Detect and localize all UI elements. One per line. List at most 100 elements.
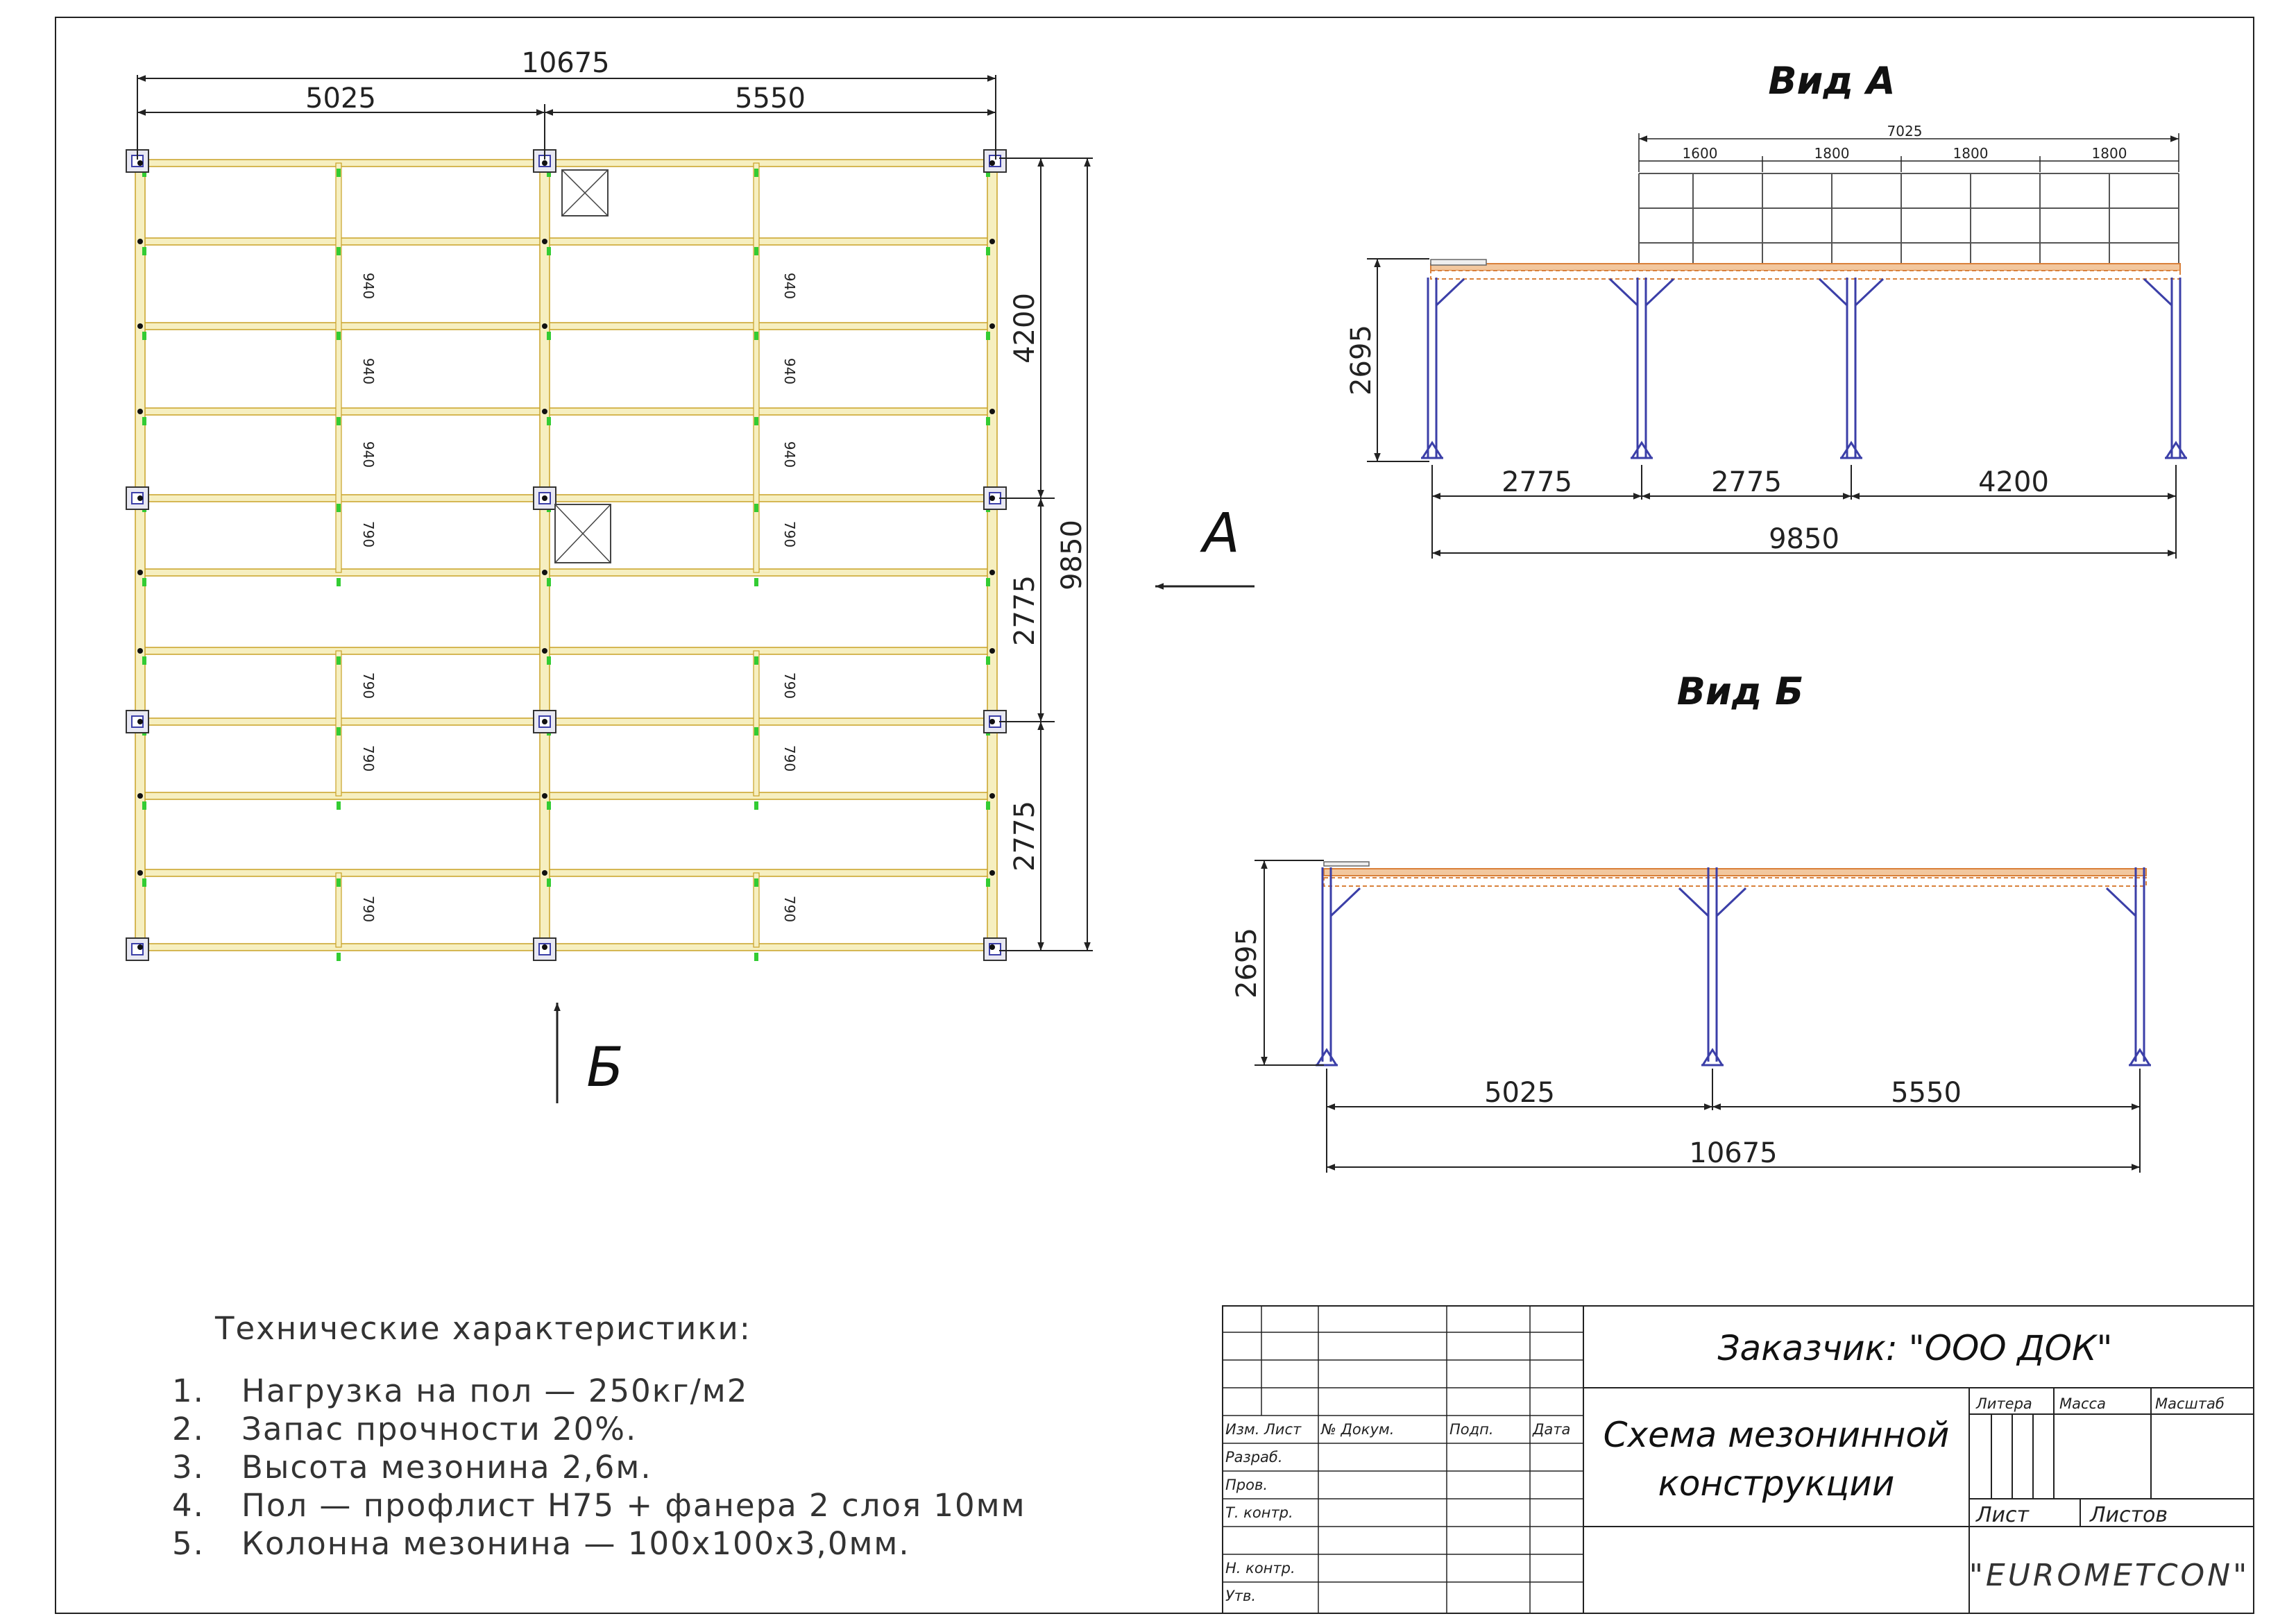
dim-seg-2: 2775 [1009,575,1041,646]
joist [139,407,993,416]
bolt [137,570,143,575]
inner-stringer [335,162,342,573]
joist [139,568,993,577]
joist [139,647,993,655]
view-a-bottom-dims [1431,465,2177,559]
view-a-height-dim [1367,258,1429,462]
tb-drawing-title-2: конструкции [1658,1463,1895,1504]
spec-item: Высота мезонина 2,6м. [241,1449,652,1486]
bolt [542,495,547,501]
tb-col-doc: № Докум. [1320,1421,1394,1438]
column [983,937,1007,961]
dim-total-width: 10675 [521,47,609,79]
spec-item: Пол — профлист Н75 + фанера 2 слоя 10мм [241,1487,1026,1524]
connection-marker [547,878,551,887]
arrow-a: А [1155,502,1255,590]
bolt [989,495,995,501]
tb-customer: Заказчик: "ООО ДОК" [1718,1328,2113,1368]
inner-dim: 790 [781,896,798,922]
joist [139,943,993,951]
view-a-title: Вид А [1768,59,1895,103]
connection-marker [986,801,990,810]
connection-marker [337,727,341,736]
connection-marker [754,417,758,425]
connection-marker [547,656,551,665]
connection-marker [986,332,990,340]
arrow-b: Б [554,1003,624,1103]
dim-left-span: 5025 [305,83,376,114]
inner-dim: 940 [360,358,377,384]
tb-col-date: Дата [1532,1421,1570,1438]
joist [139,237,993,246]
connection-marker [986,578,990,586]
inner-dim: 940 [781,358,798,384]
connection-marker [337,169,341,177]
connection-marker [142,247,146,255]
tb-role: Пров. [1225,1477,1268,1493]
tb-company: "EUROMETCON" [1969,1558,2250,1593]
technical-specs: Технические характеристики: 1. Нагрузка … [172,1310,1026,1562]
connection-marker [142,332,146,340]
bolt [542,793,547,799]
spec-number: 1. [172,1373,205,1409]
opening-marker [554,504,611,563]
inner-dim: 790 [360,745,377,772]
connection-marker [142,656,146,665]
connection-marker [754,332,758,340]
railing-span-dim: 1800 [1814,145,1850,162]
joist [139,322,993,330]
spec-item: Запас прочности 20%. [241,1411,637,1447]
view-a-total: 9850 [1769,523,1839,555]
connection-marker [337,578,341,586]
inner-stringer [335,650,342,797]
bolt [542,409,547,414]
connection-marker [754,169,758,177]
inner-dim: 790 [360,672,377,699]
connection-marker [337,801,341,810]
view-b-title: Вид Б [1677,670,1804,713]
bolt [542,719,547,724]
joist [139,717,993,726]
inner-dim: 790 [781,672,798,699]
bolt [137,160,143,166]
railing-span-dim: 1800 [1953,145,1989,162]
connection-marker [754,801,758,810]
connection-marker [754,878,758,887]
tb-col-izm: Изм. [1225,1421,1259,1438]
tb-role: Т. контр. [1225,1504,1293,1521]
tb-list: Лист [1975,1503,2030,1527]
connection-marker [337,247,341,255]
plan-view: 10675 5025 5550 4200 2775 2775 9850 940 … [126,47,1255,1103]
joist [139,792,993,800]
bolt [137,944,143,950]
railing-span-dim: 1800 [2092,145,2127,162]
girder [135,159,146,951]
tb-listov: Листов [2089,1503,2168,1527]
connection-marker [754,578,758,586]
connection-marker [547,801,551,810]
inner-stringer [753,650,760,797]
tb-role: Утв. [1225,1588,1256,1604]
bolt [137,239,143,244]
connection-marker [754,504,758,512]
view-b-columns [1316,867,2151,1067]
view-b-deck [1323,861,2147,887]
view-b-span: 5025 [1484,1077,1555,1109]
view-b-height: 2695 [1231,928,1263,999]
spec-number: 3. [172,1449,205,1486]
inner-stringer [335,872,342,948]
connection-marker [986,417,990,425]
spec-item: Нагрузка на пол — 250кг/м2 [241,1373,748,1409]
inner-dim: 790 [781,521,798,547]
bolt [989,944,995,950]
bolt [989,719,995,724]
bolt [137,793,143,799]
view-b-height-dim [1255,860,1324,1066]
view-b-total: 10675 [1689,1137,1777,1169]
bolt [989,323,995,329]
bolt [137,719,143,724]
bolt [989,648,995,654]
tb-litera: Литера [1975,1395,2032,1412]
joist [139,494,993,502]
